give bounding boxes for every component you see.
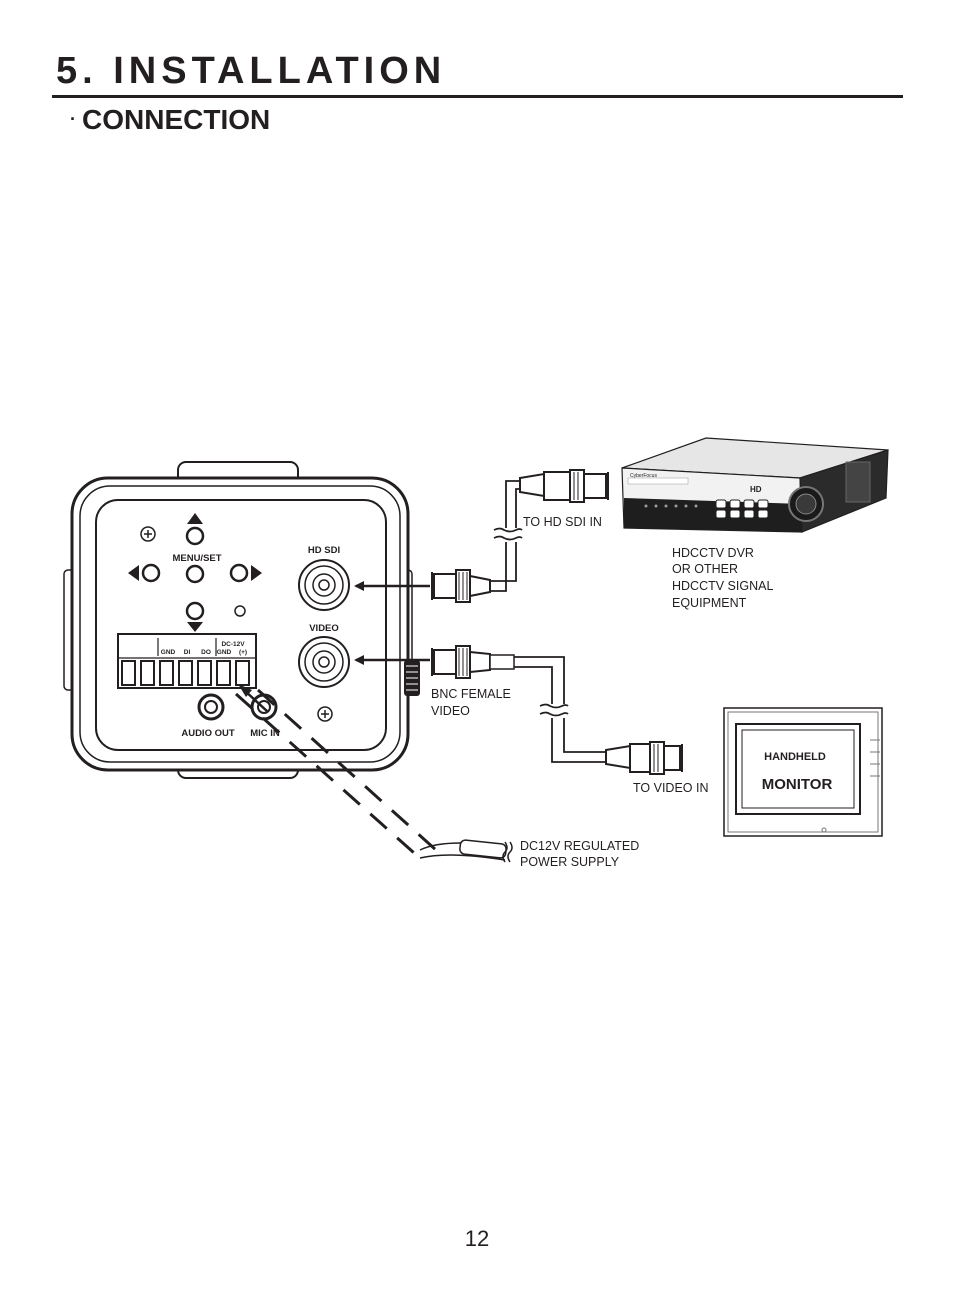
power-cable-dashed [235, 688, 438, 862]
screw-icon [317, 706, 333, 722]
terminal-di-label: DI [184, 649, 191, 656]
monitor-line2: MONITOR [762, 776, 833, 793]
right-button[interactable] [229, 563, 262, 583]
title-rule [52, 95, 903, 98]
dvr-label-line2: OR OTHER [672, 562, 738, 576]
terminal-dc12v-label: DC-12V [221, 641, 245, 648]
video-label: VIDEO [309, 623, 339, 634]
power-supply-label-line2: POWER SUPPLY [520, 855, 620, 869]
audio-out-jack[interactable] [197, 693, 225, 721]
dvr-label-line3: HDCCTV SIGNAL [672, 579, 773, 593]
power-cable [419, 839, 513, 863]
terminal-do-label: DO [201, 649, 211, 656]
audio-out-label: AUDIO OUT [181, 728, 235, 739]
monitor-bnc-plug [605, 741, 683, 775]
power-arrow-icon [238, 684, 269, 713]
to-hd-sdi-in-label: TO HD SDI IN [523, 515, 602, 529]
up-button[interactable] [185, 513, 205, 546]
left-button[interactable] [128, 563, 161, 583]
page-number: 12 [464, 1226, 490, 1251]
arrow-up-icon [187, 513, 203, 524]
camera-back-panel [63, 461, 420, 779]
video-cable [514, 656, 606, 763]
dvr-device: CyberFocus HD [621, 437, 889, 533]
power-supply-label-line1: DC12V REGULATED [520, 839, 639, 853]
arrow-down-icon [187, 622, 203, 632]
hd-sdi-connector[interactable] [298, 559, 350, 611]
page-title: 5. INSTALLATION [56, 50, 447, 92]
screw-icon [140, 526, 156, 542]
terminal-gnd-label: GND [161, 649, 176, 656]
dvr-bnc-plug [519, 469, 609, 503]
section-title: · CONNECTION [70, 104, 270, 136]
video-bnc-plug [431, 645, 515, 679]
dvr-model: HD [750, 485, 762, 494]
section-bullet: · [70, 109, 76, 129]
bnc-female-label-line1: BNC FEMALE [431, 687, 511, 701]
monitor-line1: HANDHELD [764, 751, 826, 763]
dvr-label-line1: HDCCTV DVR [672, 546, 754, 560]
terminal-block[interactable]: GND DI DO DC-12V GND (+) [117, 633, 257, 689]
terminal-plus-label: (+) [239, 649, 247, 656]
menu-set-button[interactable] [185, 564, 205, 584]
menu-set-label: MENU/SET [172, 553, 221, 564]
to-video-in-label: TO VIDEO IN [633, 781, 708, 795]
dvr-brand: CyberFocus [630, 473, 657, 479]
arrow-left-icon [128, 565, 139, 581]
section-title-text: CONNECTION [82, 104, 271, 135]
dvr-label-line4: EQUIPMENT [672, 596, 747, 610]
arrow-right-icon [251, 565, 262, 581]
terminal-dc-gnd-label: GND [217, 649, 232, 656]
down-button[interactable] [185, 601, 205, 632]
status-led [234, 605, 246, 617]
hd-sdi-label: HD SDI [308, 545, 340, 556]
handheld-monitor: HANDHELD MONITOR [723, 707, 883, 837]
bnc-female-label-line2: VIDEO [431, 704, 470, 718]
hd-sdi-bnc-plug [431, 569, 491, 603]
video-connector[interactable] [298, 636, 350, 688]
mic-in-label: MIC IN [250, 728, 280, 739]
